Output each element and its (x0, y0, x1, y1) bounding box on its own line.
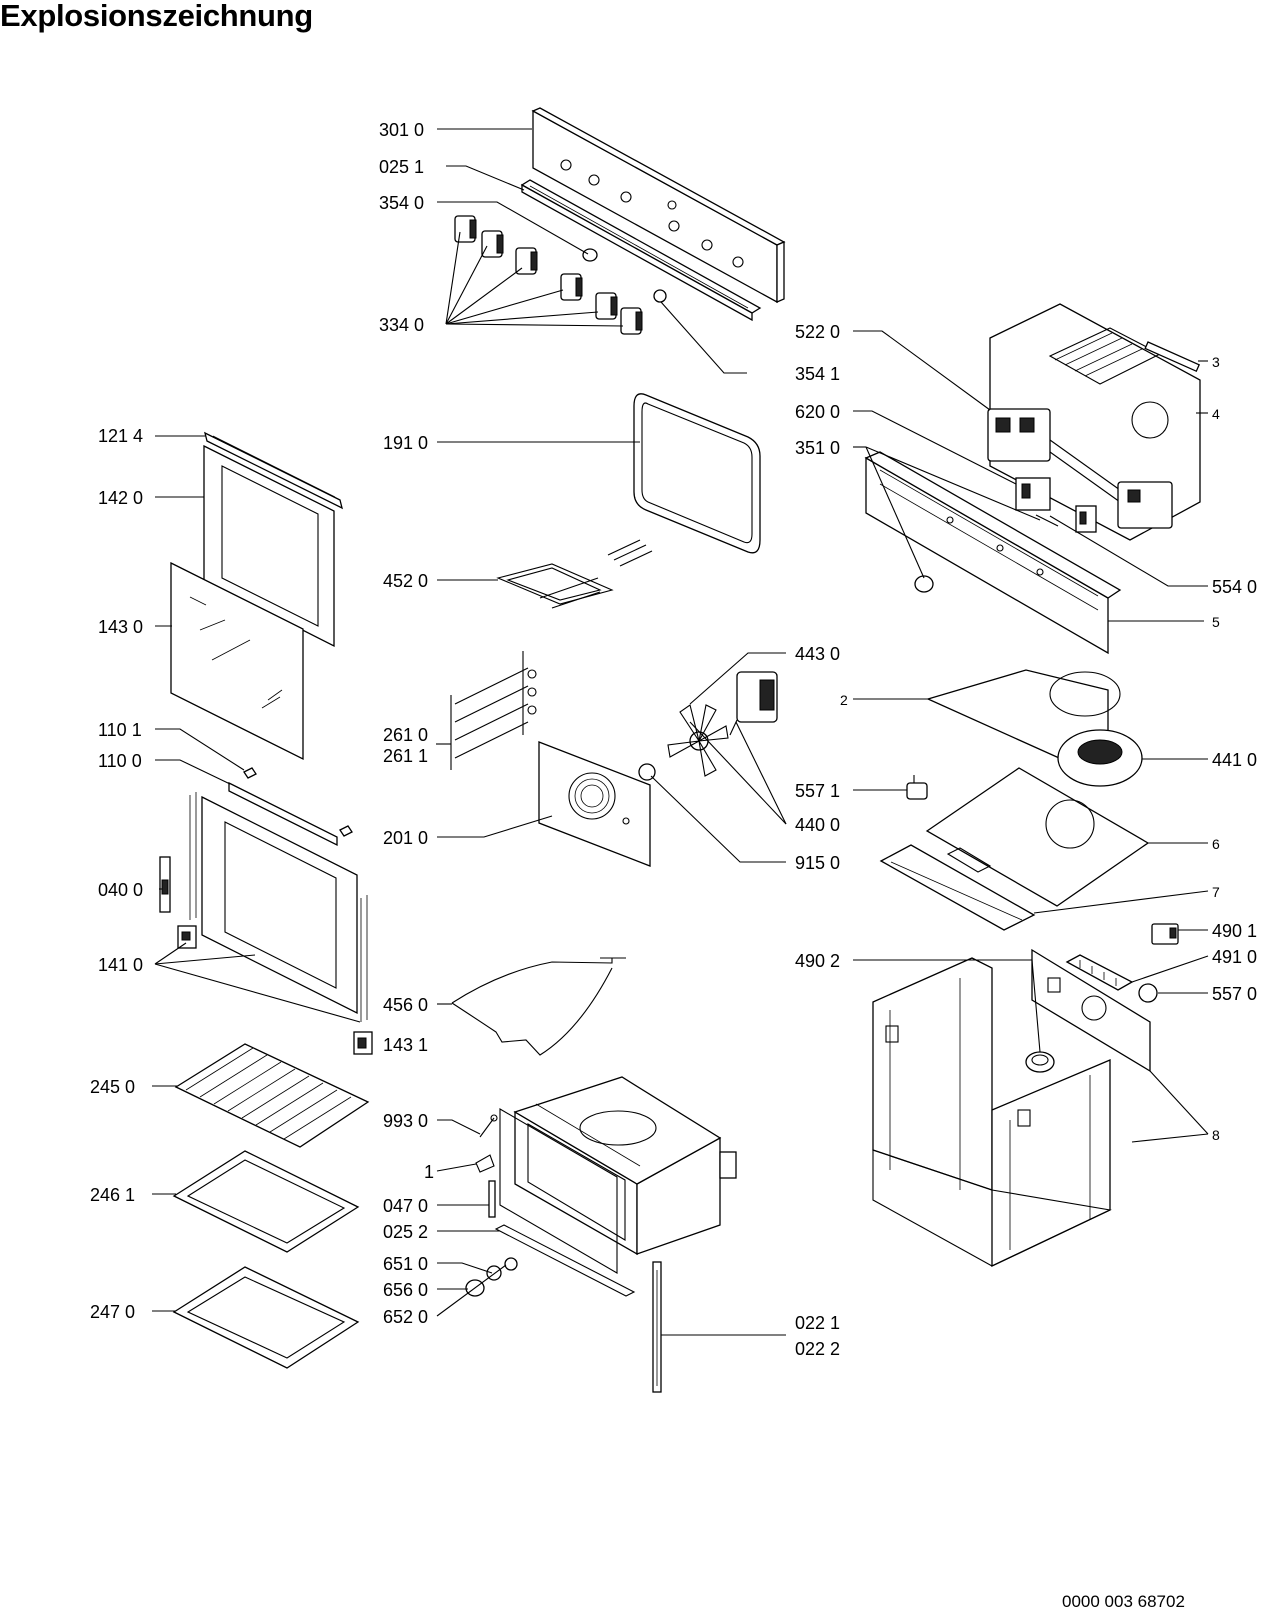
callout-3: 3 (1212, 354, 1220, 370)
thermal-fuse-part (1138, 983, 1158, 1003)
callout-022-1: 022 1 (795, 1313, 840, 1333)
knob-spacer-part (582, 248, 667, 303)
callout-121-4: 121 4 (98, 426, 143, 446)
fan-blade-part (667, 704, 729, 777)
door-hinge-clips-part (243, 767, 353, 837)
cable-strip-part (1144, 341, 1201, 373)
callout-656-0: 656 0 (383, 1280, 428, 1300)
callout-labels: 301 0 025 1 354 0 334 0 354 1 121 4 142 … (90, 120, 1257, 1359)
air-duct-part (926, 669, 1121, 763)
cooling-fan-part (1057, 729, 1143, 787)
callout-452-0: 452 0 (383, 571, 428, 591)
callout-491-0: 491 0 (1212, 947, 1257, 967)
control-knobs-part (454, 215, 643, 335)
lamp-parts (465, 1257, 518, 1297)
callout-2: 2 (840, 692, 848, 708)
fan-motor-part (729, 671, 778, 736)
selector-switch-part (1075, 505, 1097, 533)
callout-620-0: 620 0 (795, 402, 840, 422)
door-seal-part (633, 393, 761, 554)
bottom-heater-part (451, 957, 626, 1056)
callout-247-0: 247 0 (90, 1302, 135, 1322)
callout-4: 4 (1212, 406, 1220, 422)
door-handle-trim-part (228, 781, 338, 847)
callout-334-0: 334 0 (379, 315, 424, 335)
callout-261-1: 261 1 (383, 746, 428, 766)
callout-554-0: 554 0 (1212, 577, 1257, 597)
callout-1: 1 (424, 1162, 434, 1182)
housing-part (872, 957, 1112, 1268)
cable-clamp-part (1151, 923, 1179, 945)
lock-clip-part (475, 1154, 495, 1173)
oven-cavity-part (513, 1076, 737, 1256)
document-code: 0000 003 68702 (1062, 1592, 1185, 1611)
callout-201-0: 201 0 (383, 828, 428, 848)
callout-246-1: 246 1 (90, 1185, 135, 1205)
callout-557-0: 557 0 (1212, 984, 1257, 1004)
callout-490-1: 490 1 (1212, 921, 1257, 941)
temperature-limiter-part (906, 775, 928, 800)
callout-490-2: 490 2 (795, 951, 840, 971)
callout-441-0: 441 0 (1212, 750, 1257, 770)
callout-651-0: 651 0 (383, 1254, 428, 1274)
callout-025-1: 025 1 (379, 157, 424, 177)
callout-351-0: 351 0 (795, 438, 840, 458)
callout-143-0: 143 0 (98, 617, 143, 637)
callout-040-0: 040 0 (98, 880, 143, 900)
callout-025-2: 025 2 (383, 1222, 428, 1242)
door-top-trim-part (204, 431, 343, 510)
callout-652-0: 652 0 (383, 1307, 428, 1327)
callout-443-0: 443 0 (795, 644, 840, 664)
callout-8: 8 (1212, 1127, 1220, 1143)
callout-557-1: 557 1 (795, 781, 840, 801)
door-hinge-part (159, 856, 171, 913)
fan-cover-part (538, 741, 651, 867)
control-module-part (987, 408, 1173, 529)
side-rail-part (652, 1261, 662, 1393)
callout-7: 7 (1212, 884, 1220, 900)
callout-5: 5 (1212, 614, 1220, 630)
door-lock-screw-part (479, 1114, 498, 1138)
grill-element-part (496, 539, 653, 609)
callout-354-0: 354 0 (379, 193, 424, 213)
callout-142-0: 142 0 (98, 488, 143, 508)
callout-110-1: 110 1 (98, 720, 142, 740)
callout-141-0: 141 0 (98, 955, 143, 975)
wire-rack-part (174, 1043, 370, 1148)
callout-522-0: 522 0 (795, 322, 840, 342)
control-frame-part (864, 451, 1122, 655)
shallow-tray-part (172, 1150, 360, 1253)
front-baffle-part (879, 844, 1036, 931)
callout-143-1: 143 1 (383, 1035, 428, 1055)
page-title: Explosionszeichnung (0, 0, 313, 33)
cavity-strip-part (488, 1180, 496, 1218)
callout-022-2: 022 2 (795, 1339, 840, 1359)
shelf-runners-part (450, 651, 537, 770)
callout-047-0: 047 0 (383, 1196, 428, 1216)
callout-191-0: 191 0 (383, 433, 428, 453)
callout-440-0: 440 0 (795, 815, 840, 835)
callout-110-0: 110 0 (98, 751, 142, 771)
callout-301-0: 301 0 (379, 120, 424, 140)
leader-lines (152, 128, 1209, 1336)
door-hinge-block-part (177, 925, 373, 1055)
callout-354-1: 354 1 (795, 364, 840, 384)
grommet-part (1025, 1051, 1055, 1073)
cavity-front-frame-part (494, 1108, 636, 1297)
door-inner-frame-part (189, 792, 368, 1022)
callout-915-0: 915 0 (795, 853, 840, 873)
deep-tray-part (172, 1266, 360, 1369)
callout-456-0: 456 0 (383, 995, 428, 1015)
control-panel-part (531, 107, 786, 304)
callout-6: 6 (1212, 836, 1220, 852)
callout-261-0: 261 0 (383, 725, 428, 745)
callout-993-0: 993 0 (383, 1111, 428, 1131)
door-inner-glass-part (170, 561, 304, 761)
bracket-knob-part (914, 575, 934, 593)
thermostat-part (1015, 477, 1059, 527)
callout-245-0: 245 0 (90, 1077, 135, 1097)
